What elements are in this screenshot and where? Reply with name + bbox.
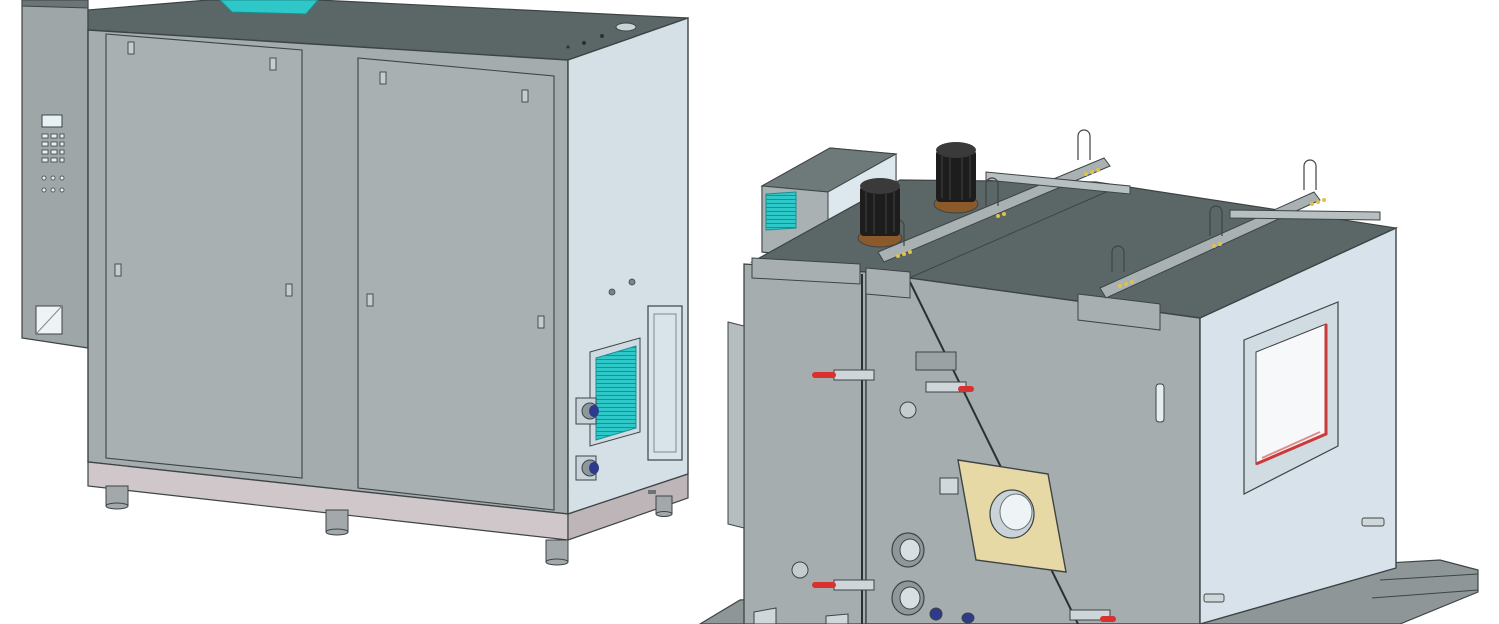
- front-fittings: [791, 401, 975, 624]
- side-vent-grille: [595, 345, 637, 441]
- lifting-rails: [877, 129, 1381, 299]
- front-door-right: [357, 57, 555, 511]
- side-access-panel: [647, 305, 683, 461]
- motor-right: [933, 142, 979, 214]
- pipe-connector-lower: [575, 455, 599, 481]
- front-door-left: [105, 33, 303, 479]
- door-hinges: [114, 41, 545, 329]
- top-vent-cover: [219, 0, 319, 15]
- door-clamps: [812, 369, 1116, 622]
- motor-left: [857, 178, 903, 248]
- control-cabinet: [21, 0, 89, 349]
- aux-vent-grille: [765, 191, 797, 231]
- right-chamber-unit: [698, 129, 1479, 624]
- door-handle: [1155, 383, 1165, 423]
- display-screen: [41, 114, 63, 128]
- keypad: [41, 133, 65, 193]
- top-mounting-strips: [751, 257, 1161, 331]
- pipe-connector-upper: [575, 397, 599, 425]
- left-chamber-unit: [21, 0, 689, 566]
- support-feet: [105, 485, 673, 566]
